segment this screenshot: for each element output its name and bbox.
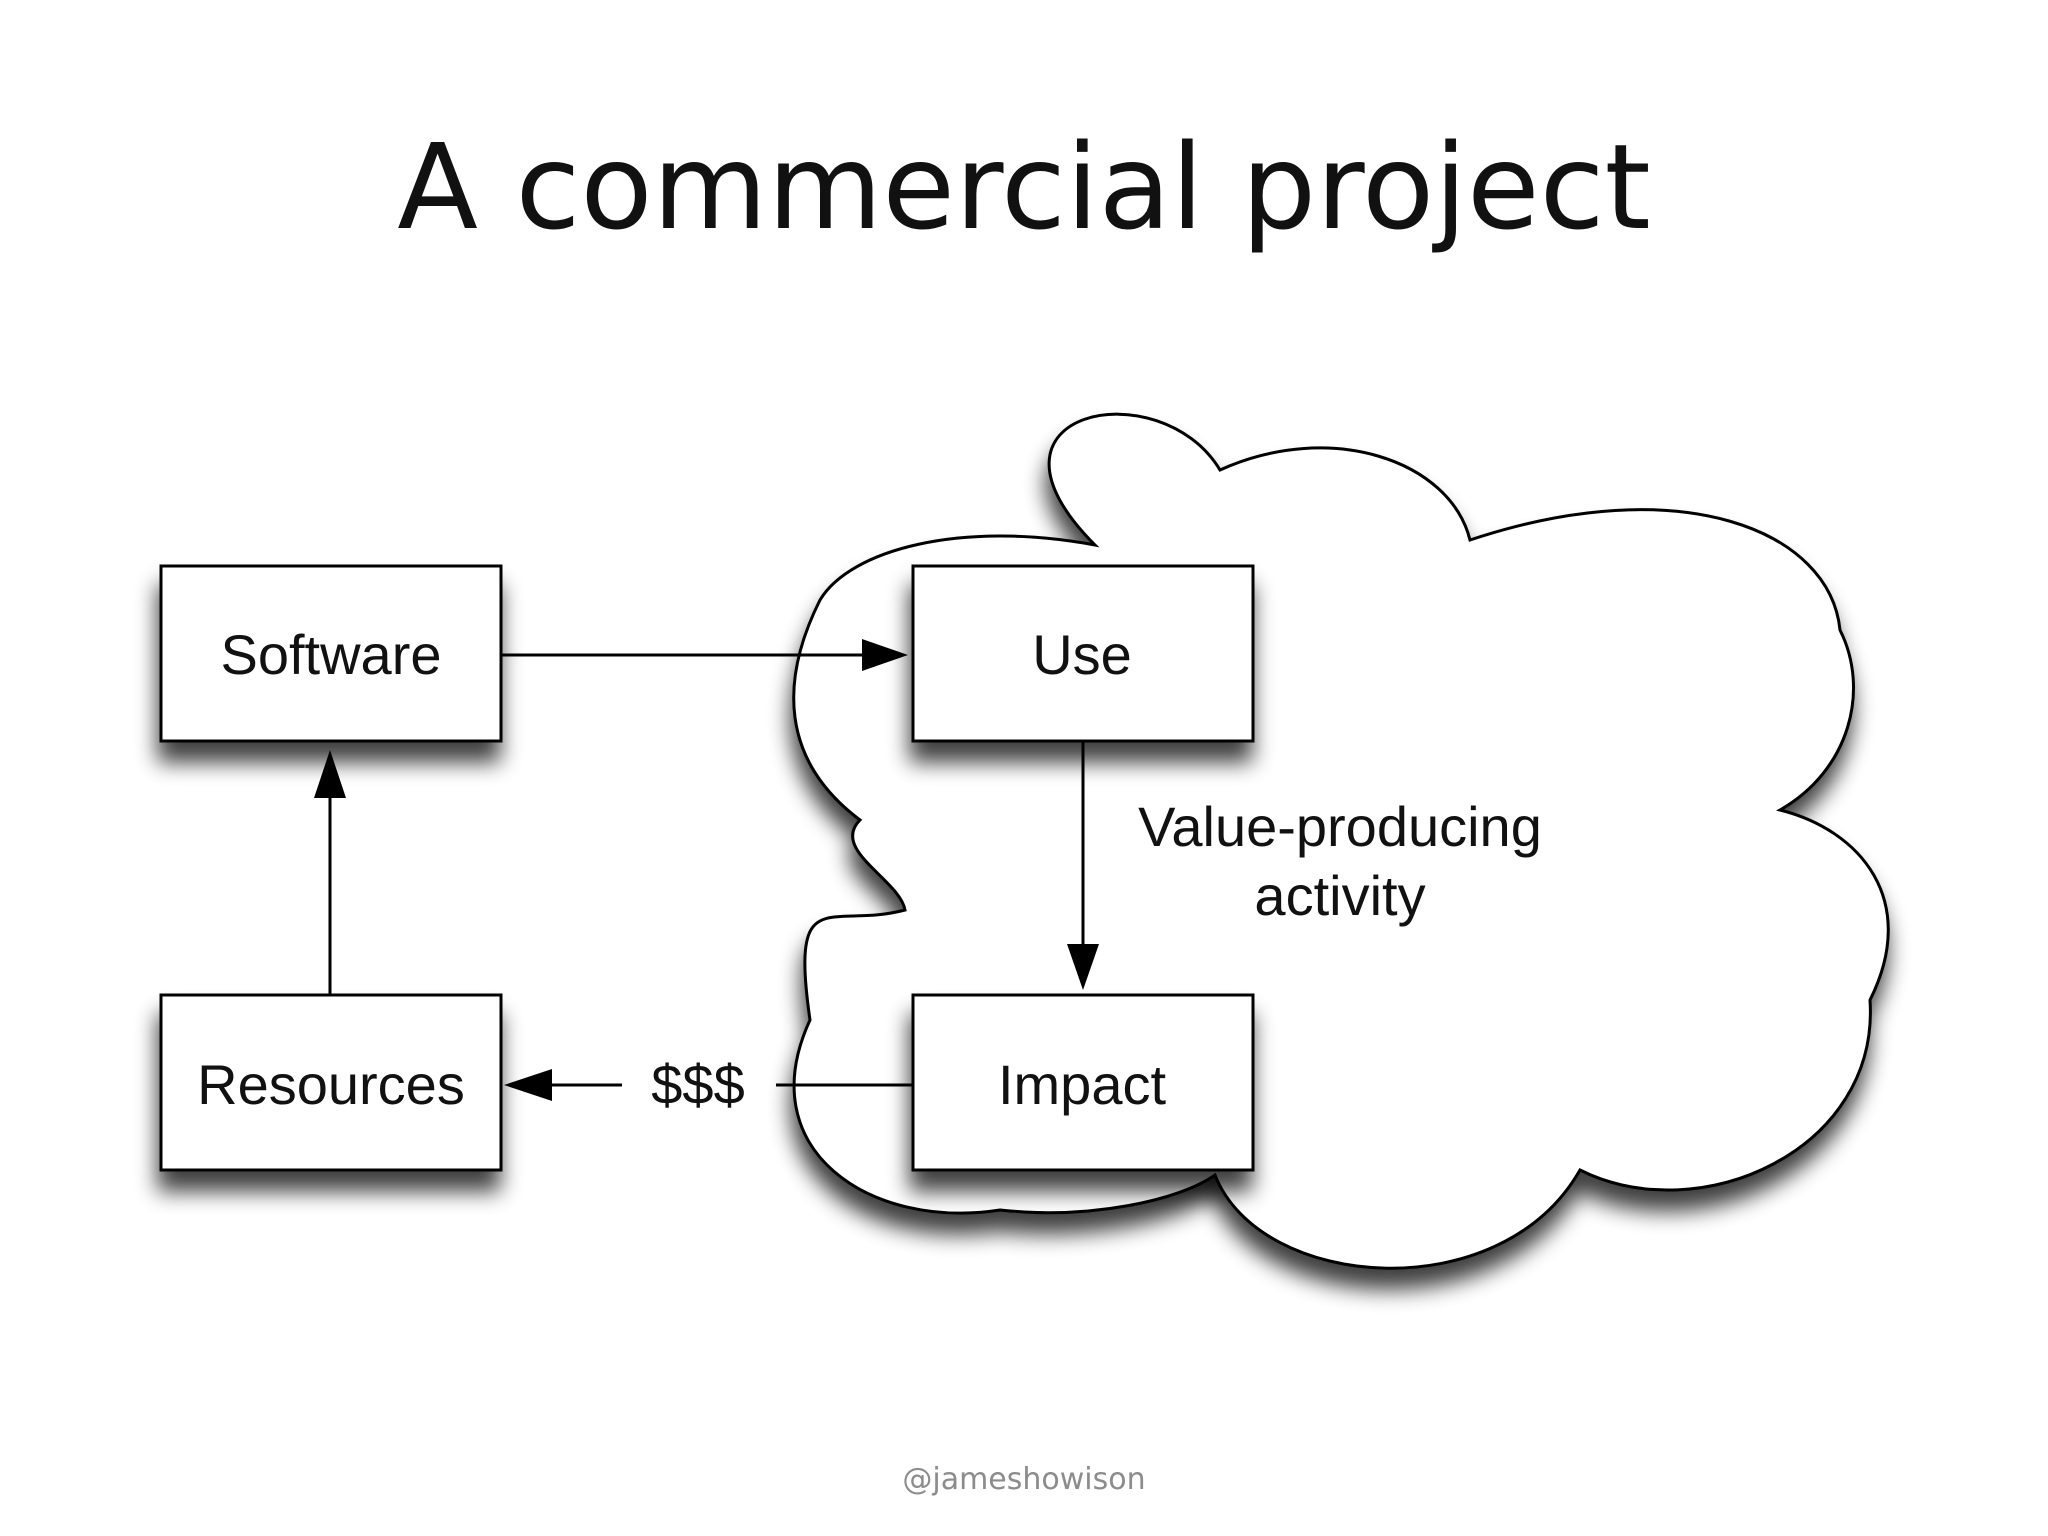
impact-box [911,993,1255,1172]
activity-label: activity [1254,864,1425,927]
arrowhead-use [862,639,908,671]
impact-label: Impact [998,1053,1166,1116]
software-box [159,564,503,743]
value-producing-label: Value-producing [1138,795,1542,858]
footer-handle: @jameshowison [902,1462,1146,1497]
money-label: $$$ [651,1053,744,1116]
resources-label: Resources [197,1053,465,1116]
arrowhead-software [314,750,346,798]
arrowhead-impact [1067,944,1099,990]
use-label: Use [1032,623,1132,686]
slide-title: A commercial project [397,118,1651,256]
resources-box [159,993,503,1172]
use-box [911,564,1255,743]
software-label: Software [221,623,442,686]
arrowhead-resources [504,1069,552,1101]
